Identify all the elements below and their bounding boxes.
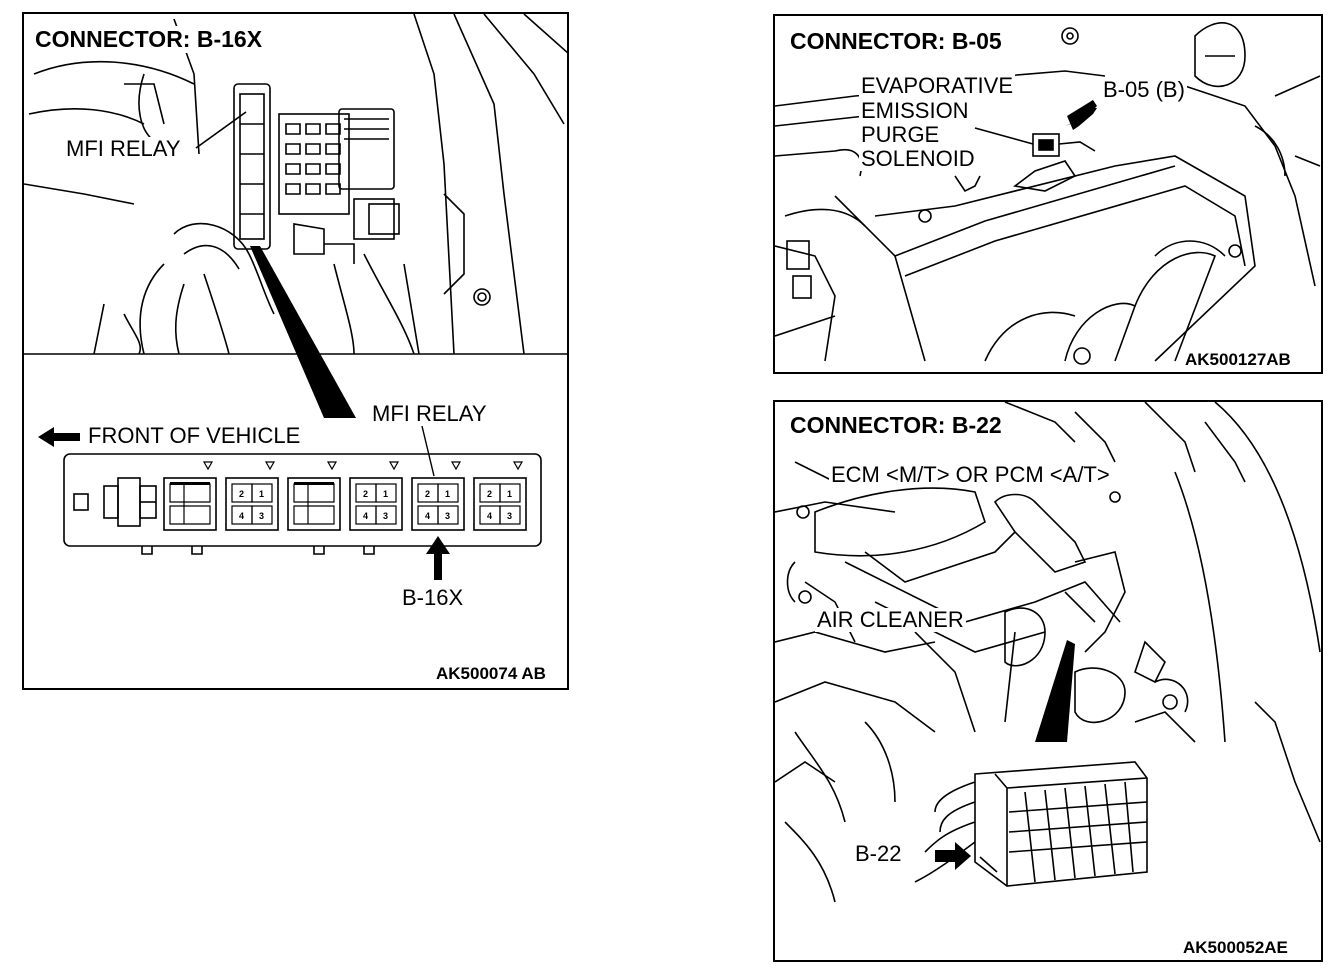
pin-number: 4 — [363, 511, 368, 521]
socket-marker — [450, 461, 462, 471]
pin-number: 3 — [259, 511, 264, 521]
pin-number: 4 — [239, 511, 244, 521]
pin-number: 4 — [425, 511, 430, 521]
relay-socket: 2 1 4 3 — [411, 461, 465, 531]
connector-b05-label: B-05 (B) — [1101, 77, 1187, 102]
socket-marker — [512, 461, 524, 471]
pin-number: 2 — [239, 489, 244, 499]
panel-connector-b16x: 2 1 4 3 2 1 4 3 2 1 4 3 2 1 4 3 CONNECTOR: B-16X MFI RE… — [22, 12, 569, 690]
relay-socket-row: 2 1 4 3 2 1 4 3 2 1 4 3 2 1 4 3 — [163, 425, 527, 580]
front-of-vehicle-label: FRONT OF VEHICLE — [86, 423, 303, 448]
ecm-air-cleaner-drawing — [775, 402, 1321, 903]
relay-socket — [163, 461, 217, 531]
mfi-relay-label-top: MFI RELAY — [64, 136, 183, 161]
air-cleaner-label: AIR CLEANER — [815, 607, 966, 632]
relay-socket: 2 1 4 3 — [349, 461, 403, 531]
pin-number: 2 — [425, 489, 430, 499]
pin-number: 1 — [445, 489, 450, 499]
socket-marker — [326, 461, 338, 471]
figure-code: AK500074 AB — [436, 664, 546, 683]
socket-marker — [264, 461, 276, 471]
connector-b16x-label: B-16X — [400, 585, 466, 610]
purge-solenoid-label-line3: PURGE — [859, 122, 942, 147]
panel-title: CONNECTOR: B-22 — [787, 412, 1005, 439]
pin-number: 1 — [383, 489, 388, 499]
socket-marker — [388, 461, 400, 471]
engine-bay-relay-box-drawing — [24, 14, 567, 555]
relay-socket: 2 1 4 3 — [473, 461, 527, 531]
pin-number: 4 — [487, 511, 492, 521]
purge-solenoid-label-line1: EVAPORATIVE — [859, 73, 1016, 98]
purge-solenoid-label-line4: SOLENOID — [859, 146, 977, 171]
pin-number: 2 — [363, 489, 368, 499]
relay-socket: 2 1 4 3 — [225, 461, 279, 531]
pin-number: 2 — [487, 489, 492, 499]
panel-title: CONNECTOR: B-05 — [787, 28, 1005, 55]
purge-solenoid-engine-cover-drawing — [775, 22, 1321, 365]
mfi-relay-label-bottom: MFI RELAY — [370, 401, 489, 426]
pin-number: 3 — [445, 511, 450, 521]
mfi-relay-leader-line — [421, 425, 435, 477]
panel-connector-b22: CONNECTOR: B-22 ECM <M/T> OR PCM <A/T> A… — [773, 400, 1323, 962]
figure-code: AK500127AB — [1185, 350, 1291, 369]
ecm-pcm-label: ECM <M/T> OR PCM <A/T> — [829, 462, 1112, 487]
b16x-pointer-arrow — [426, 536, 450, 580]
pin-number: 3 — [507, 511, 512, 521]
purge-solenoid-label-line2: EMISSION — [859, 98, 971, 123]
pin-number: 3 — [383, 511, 388, 521]
figure-code: AK500052AE — [1183, 938, 1288, 957]
pin-number: 1 — [259, 489, 264, 499]
pin-number: 1 — [507, 489, 512, 499]
relay-socket — [287, 461, 341, 531]
panel-connector-b05: CONNECTOR: B-05 EVAPORATIVE EMISSION PUR… — [773, 14, 1323, 374]
socket-marker — [202, 461, 214, 471]
panel-title: CONNECTOR: B-16X — [32, 26, 266, 53]
connector-b22-label: B-22 — [855, 841, 902, 866]
